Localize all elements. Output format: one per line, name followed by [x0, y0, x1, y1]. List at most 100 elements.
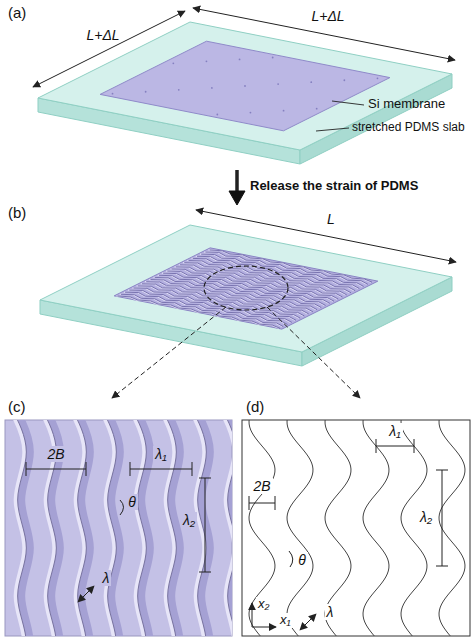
panel-label: (d): [246, 398, 264, 415]
wrinkle-highlight: [166, 271, 328, 303]
dimension-tick: [192, 462, 193, 476]
membrane-dot: [211, 87, 213, 89]
membrane-dot: [145, 91, 147, 93]
angle-arc: [289, 551, 293, 567]
membrane-dot: [343, 79, 345, 81]
dimension-tick: [249, 496, 250, 510]
panel-label: (a): [8, 4, 26, 21]
wrinkle-highlight: [170, 269, 332, 301]
membrane-dot: [172, 62, 174, 64]
dimension-tick: [199, 478, 211, 479]
panel-label: (b): [8, 204, 26, 221]
dimension-tick: [275, 496, 276, 510]
wave-line: [325, 420, 351, 636]
leader-line: [316, 128, 349, 131]
dimension-arrow: [33, 11, 185, 87]
angle-arc: [120, 500, 124, 515]
membrane-dot: [316, 108, 318, 110]
dimension-arrow: [193, 8, 455, 60]
membrane-dot: [206, 60, 208, 62]
dimension-tick: [86, 462, 87, 476]
fold-ridge: [129, 420, 146, 636]
sine-waves: [249, 420, 465, 636]
zoom-arrow: [267, 307, 360, 398]
membrane-dot: [112, 93, 114, 95]
axis-arrow: [252, 627, 276, 628]
dimension-arrow: [196, 210, 456, 262]
membrane-dot: [239, 59, 241, 61]
fold-ridge: [99, 420, 116, 636]
dimension-tick: [199, 572, 211, 573]
dimension-label: 2B: [251, 478, 272, 494]
panel-d-profile: [242, 418, 470, 640]
leader-line: [332, 101, 364, 105]
dimension-line: [205, 478, 206, 572]
dimension-tick: [436, 470, 448, 471]
herringbone-texture: [5, 420, 232, 636]
dimension-tick: [130, 462, 131, 476]
profile-frame: [242, 420, 470, 636]
wrinkled-membrane: [114, 248, 378, 329]
dimension-label: λ₂: [418, 509, 434, 525]
wrinkle-highlight: [192, 258, 354, 290]
wrinkle-highlight: [128, 290, 290, 322]
dimension-tick: [436, 566, 448, 567]
wrinkle-highlight: [196, 256, 358, 288]
dimension-label: L+ΔL: [86, 27, 119, 43]
membrane-dot: [310, 81, 312, 83]
membrane-dot: [178, 89, 180, 91]
wave-line: [401, 420, 427, 636]
wrinkle-highlight: [200, 254, 362, 286]
part-label: stretched PDMS slab: [352, 121, 465, 135]
fold-ridge: [9, 420, 26, 636]
fold-ridge: [69, 420, 86, 636]
wrinkle-ridge: [210, 250, 372, 282]
dimension-line: [249, 503, 275, 504]
membrane-dot: [377, 77, 379, 79]
dimension-line: [442, 470, 443, 566]
axis-label: x₂: [256, 597, 271, 612]
membrane-dot: [272, 57, 274, 59]
panel-b-slab: [40, 210, 456, 398]
wrinkle-ridge: [201, 254, 363, 286]
dimension-tick: [414, 439, 415, 453]
fold-highlight: [97, 420, 114, 636]
wrinkle-highlight: [141, 284, 303, 316]
wrinkle-ridge: [197, 256, 359, 288]
membrane-dot: [283, 110, 285, 112]
fold-highlight: [217, 420, 232, 636]
process-arrowhead: [229, 191, 245, 205]
panel-label: (c): [8, 398, 26, 415]
process-arrow: [235, 170, 239, 192]
fold-highlight: [67, 420, 84, 636]
membrane-dot: [216, 114, 218, 116]
wave-line: [249, 420, 275, 636]
dimension-label: λ₁: [387, 423, 402, 439]
dimension-label: L+ΔL: [311, 8, 344, 24]
dimension-line: [130, 469, 192, 470]
zoom-arrow: [112, 307, 226, 398]
wave-line: [439, 420, 465, 636]
part-label: Si membrane: [368, 97, 445, 112]
wave-line: [287, 420, 313, 636]
angle-label: θ: [126, 494, 138, 510]
dimension-label: λ: [325, 604, 336, 620]
panel-c-surface: [0, 404, 269, 641]
membrane-dot: [244, 85, 246, 87]
fold-highlight: [7, 420, 24, 636]
wrinkle-highlight: [162, 273, 324, 305]
dimension-label: λ₁: [153, 446, 168, 462]
wrinkle-highlight: [208, 250, 370, 282]
axis-arrow: [252, 603, 253, 627]
dimension-label: λ: [101, 570, 112, 586]
dimension-line: [376, 446, 414, 447]
dimension-label: λ₂: [181, 512, 197, 528]
wave-line: [363, 420, 389, 636]
fold-highlight: [127, 420, 144, 636]
panel-a-slab: [33, 8, 455, 205]
dimension-marks: [26, 439, 448, 630]
angle-label: θ: [296, 552, 308, 568]
si-membrane: [100, 41, 390, 131]
wrinkle-highlight: [187, 261, 349, 293]
